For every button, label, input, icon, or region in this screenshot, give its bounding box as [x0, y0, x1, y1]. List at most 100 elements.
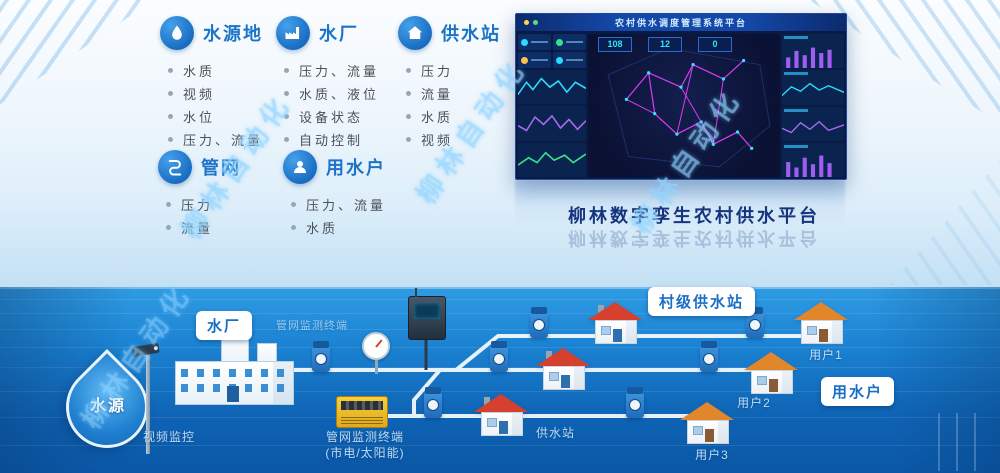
water-meter	[490, 341, 508, 372]
steps-rail	[956, 413, 958, 471]
mini-line-chart	[782, 106, 844, 141]
user-label: 用户2	[737, 396, 771, 410]
panel-list: 压力、流量 水质	[291, 193, 386, 239]
house-window	[601, 326, 611, 335]
water-meter	[424, 387, 442, 418]
factory-icon	[276, 16, 310, 50]
water-source-label: 水源	[89, 398, 126, 415]
step-line	[0, 445, 1000, 446]
bullet-icon	[284, 68, 289, 73]
bullet-icon	[168, 68, 173, 73]
water-plant-building	[175, 329, 295, 405]
panel-header: 水源地	[160, 16, 263, 50]
panel-title: 用水户	[326, 158, 386, 178]
pipe-terminal-label-faint: 管网监测终端	[276, 320, 348, 332]
panel-list: 压力、流量 水质、液位 设备状态 自动控制	[284, 59, 379, 151]
platform-caption-reflection: 柳林数字孪生农村供水平台	[568, 228, 820, 248]
panel-header: 用水户	[283, 150, 386, 184]
tile-icon	[556, 38, 563, 46]
water-meter	[626, 387, 644, 418]
solar-terminal-device	[336, 396, 388, 428]
water-meter	[530, 307, 548, 338]
dashboard-screenshot: 农村供水调度管理系统平台	[515, 13, 847, 180]
list-item: 压力、流量	[168, 128, 263, 151]
dashboard-header: 农村供水调度管理系统平台	[516, 14, 846, 31]
pipe-terminal-power-label: (市电/太阳能)	[325, 446, 405, 460]
bullet-icon	[166, 225, 171, 230]
edge-stripes-right	[890, 160, 1000, 285]
list-item-label: 压力	[421, 64, 454, 79]
list-item-label: 压力、流量	[306, 198, 387, 213]
list-item-label: 视频	[183, 87, 216, 102]
list-item-label: 压力	[181, 198, 214, 213]
header-dot-icon	[524, 20, 529, 25]
bullet-icon	[406, 114, 411, 119]
panel-water-plant: 水厂 压力、流量 水质、液位 设备状态 自动控制	[276, 16, 379, 151]
house-door	[499, 421, 508, 434]
list-item: 流量	[166, 216, 241, 239]
plant-door	[227, 386, 239, 402]
stat-tile	[553, 34, 586, 50]
list-item: 水质	[291, 216, 386, 239]
pipe-icon	[158, 150, 192, 184]
pipe-terminal-label: 管网监测终端	[325, 430, 404, 444]
tile-bar	[531, 41, 548, 43]
tile-bar	[531, 59, 548, 61]
list-item: 压力	[406, 59, 501, 82]
camera-label: 视频监控	[142, 430, 195, 444]
house-roof	[536, 348, 590, 366]
pipe-network-graphic	[607, 47, 771, 168]
water-meter	[700, 341, 718, 372]
stat-tile	[518, 52, 551, 68]
bullet-icon	[284, 114, 289, 119]
bullet-icon	[168, 137, 173, 142]
mini-line-chart	[782, 70, 844, 105]
village-station-house	[536, 348, 590, 390]
panel-header: 供水站	[398, 16, 501, 50]
platform-caption: 柳林数字孪生农村供水平台	[568, 206, 820, 226]
list-item: 压力	[166, 193, 241, 216]
house-door	[613, 329, 622, 342]
list-item: 视频	[406, 128, 501, 151]
list-item-label: 流量	[181, 221, 214, 236]
house-roof	[794, 302, 848, 320]
droplet-icon	[160, 16, 194, 50]
house-window	[487, 418, 497, 427]
step-line	[0, 299, 1000, 300]
house-roof	[680, 402, 734, 420]
user-house	[744, 352, 798, 394]
panel-water-source: 水源地 水质 视频 水位 压力、流量	[160, 16, 263, 151]
step-line	[0, 329, 1000, 330]
list-item-label: 设备状态	[299, 110, 364, 125]
village-station-house	[588, 302, 642, 344]
pressure-gauge	[362, 332, 390, 374]
mini-bar-chart	[782, 34, 844, 69]
house-door	[769, 379, 778, 392]
tile-icon	[521, 56, 528, 64]
list-item-label: 水质	[306, 221, 339, 236]
map-stat-boxes: 108 12 0	[598, 37, 732, 52]
user-house	[680, 402, 734, 444]
list-item-label: 水质	[183, 64, 216, 79]
station-label: 供水站	[536, 426, 576, 440]
user-icon	[283, 150, 317, 184]
list-item: 自动控制	[284, 128, 379, 151]
house-door	[561, 375, 570, 388]
mini-line-chart-green	[518, 142, 586, 177]
house-icon	[398, 16, 432, 50]
house-window	[693, 426, 703, 435]
dashboard-title: 农村供水调度管理系统平台	[614, 18, 747, 28]
header-dot-icon	[533, 20, 538, 25]
house-window	[549, 372, 559, 381]
list-item-label: 视频	[421, 133, 454, 148]
house-window	[757, 376, 767, 385]
house-roof	[588, 302, 642, 320]
panel-title: 供水站	[441, 24, 501, 44]
plant-badge: 水厂	[196, 311, 253, 340]
network-map: 108 12 0	[588, 34, 780, 177]
water-meter	[312, 341, 330, 372]
house-door	[705, 429, 714, 442]
list-item: 水质	[406, 105, 501, 128]
panel-header: 水厂	[276, 16, 379, 50]
